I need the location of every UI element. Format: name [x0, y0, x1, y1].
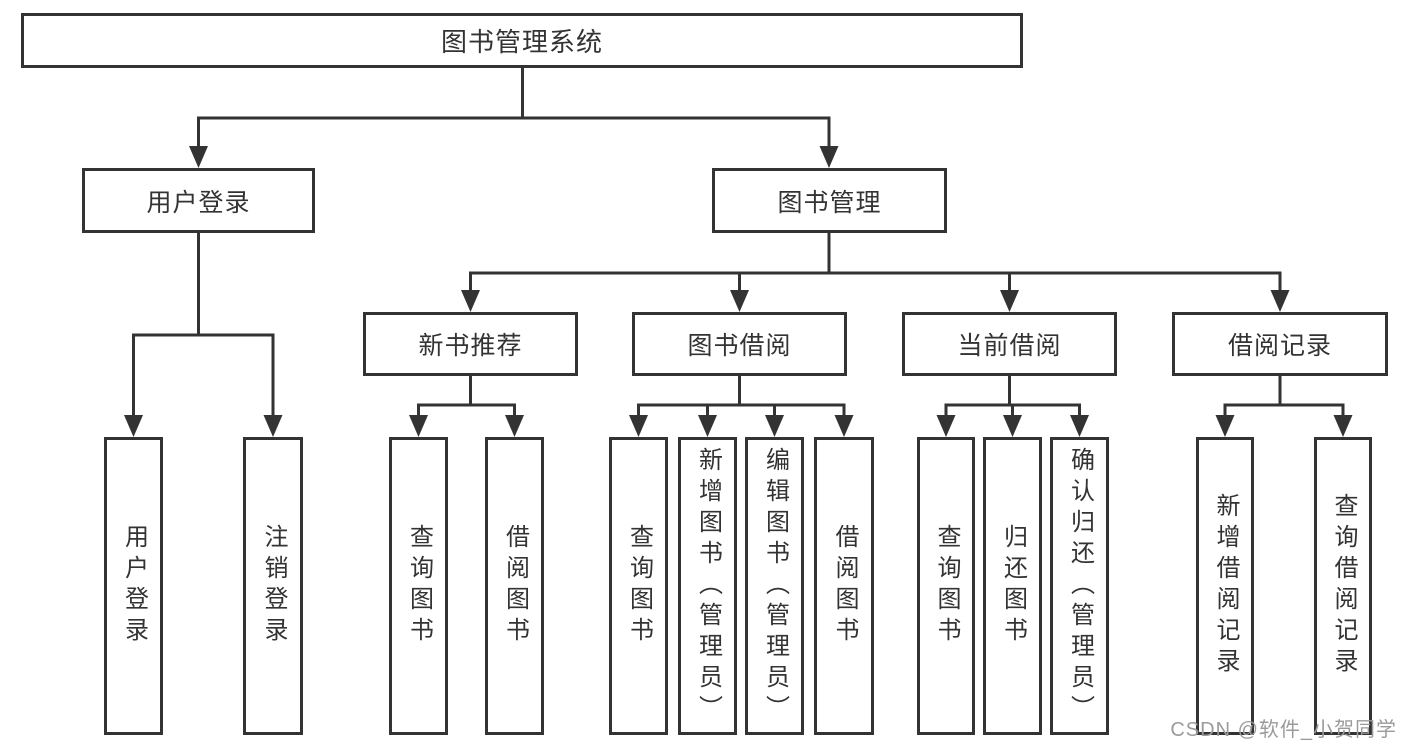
node-current-borrow: 当前借阅 — [902, 312, 1117, 376]
leaf-add-borrow-record-label: 新增借阅记录 — [1212, 493, 1239, 679]
node-user-login-label: 用户登录 — [146, 188, 251, 217]
leaf-query-books-current-label: 查询图书 — [933, 524, 960, 648]
leaf-query-borrow-record-label: 查询借阅记录 — [1330, 493, 1357, 679]
leaf-confirm-return-admin-label: 确认归还（管理员） — [1066, 446, 1094, 726]
leaf-logout: 注销登录 — [243, 437, 303, 735]
node-book-management: 图书管理 — [712, 168, 947, 233]
leaf-edit-books-admin: 编辑图书（管理员） — [745, 437, 804, 735]
watermark: CSDN @软件_小贺同学 — [1170, 719, 1397, 741]
node-new-book-recommend-label: 新书推荐 — [418, 332, 523, 360]
node-book-management-label: 图书管理 — [777, 188, 882, 217]
leaf-query-books-recommend-label: 查询图书 — [405, 524, 433, 648]
leaf-query-books-borrow: 查询图书 — [609, 437, 668, 735]
node-borrow-records-label: 借阅记录 — [1227, 332, 1332, 360]
node-book-borrow-label: 图书借阅 — [687, 332, 792, 360]
leaf-borrow-books: 借阅图书 — [814, 437, 874, 735]
leaf-borrow-books-recommend-label: 借阅图书 — [501, 524, 529, 648]
node-book-borrow: 图书借阅 — [632, 312, 847, 376]
leaf-edit-books-admin-label: 编辑图书（管理员） — [761, 446, 789, 726]
leaf-query-books-current: 查询图书 — [917, 437, 975, 735]
node-current-borrow-label: 当前借阅 — [957, 332, 1062, 360]
leaf-return-books-label: 归还图书 — [999, 524, 1027, 648]
node-user-login: 用户登录 — [82, 168, 315, 233]
leaf-query-books-recommend: 查询图书 — [389, 437, 448, 735]
leaf-query-books-borrow-label: 查询图书 — [625, 524, 653, 648]
node-library-system: 图书管理系统 — [21, 13, 1023, 68]
leaf-confirm-return-admin: 确认归还（管理员） — [1050, 437, 1109, 735]
node-borrow-records: 借阅记录 — [1172, 312, 1388, 376]
leaf-add-books-admin-label: 新增图书（管理员） — [694, 446, 722, 726]
leaf-logout-label: 注销登录 — [260, 524, 287, 648]
node-new-book-recommend: 新书推荐 — [363, 312, 578, 376]
node-library-system-label: 图书管理系统 — [440, 27, 603, 57]
leaf-add-borrow-record: 新增借阅记录 — [1196, 437, 1254, 735]
leaf-query-borrow-record: 查询借阅记录 — [1314, 437, 1372, 735]
leaf-borrow-books-recommend: 借阅图书 — [485, 437, 544, 735]
leaf-user-login-label: 用户登录 — [120, 524, 148, 648]
leaf-borrow-books-label: 借阅图书 — [831, 524, 858, 648]
leaf-return-books: 归还图书 — [983, 437, 1042, 735]
leaf-add-books-admin: 新增图书（管理员） — [678, 437, 737, 735]
leaf-user-login: 用户登录 — [104, 437, 163, 735]
